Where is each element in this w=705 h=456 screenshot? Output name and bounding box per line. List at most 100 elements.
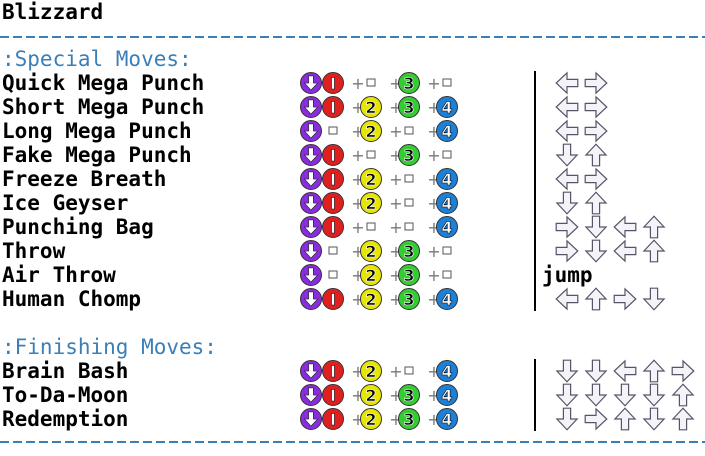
button-2-icon: 2 — [360, 240, 382, 262]
left-arrow-icon — [555, 167, 579, 191]
svg-text:4: 4 — [441, 170, 452, 189]
empty-slot-icon — [404, 198, 414, 207]
button-sequence: I+++4 — [300, 215, 545, 239]
svg-text:4: 4 — [441, 194, 452, 213]
button-sequence: +2+3+ — [300, 263, 545, 287]
move-note: jump — [542, 263, 593, 287]
plus-icon: + — [389, 194, 402, 213]
button-sequence: +2++4 — [300, 119, 545, 143]
up-arrow-icon — [671, 383, 695, 407]
svg-text:2: 2 — [365, 170, 376, 189]
button-1-icon: I — [322, 72, 344, 94]
move-name: Long Mega Punch — [2, 119, 192, 143]
left-arrow-icon — [613, 215, 637, 239]
down-arrow-icon — [584, 215, 608, 239]
move-name: Human Chomp — [2, 287, 142, 311]
empty-slot-icon — [328, 270, 338, 279]
direction-sequence — [555, 71, 705, 95]
right-arrow-icon — [613, 287, 637, 311]
button-3-icon: 3 — [398, 264, 420, 286]
button-3-icon: 3 — [398, 288, 420, 310]
empty-slot-icon — [328, 126, 338, 135]
empty-slot-icon — [366, 222, 376, 231]
button-4-icon: 4 — [436, 216, 458, 238]
empty-slot-icon — [366, 150, 376, 159]
svg-text:I: I — [330, 98, 336, 117]
move-name: Redemption — [2, 407, 129, 431]
plus-icon: + — [427, 74, 440, 93]
down-arrow-icon — [555, 407, 579, 431]
down-arrow-icon — [642, 407, 666, 431]
direction-sequence — [555, 359, 705, 383]
move-name: Fake Mega Punch — [2, 143, 192, 167]
right-arrow-icon — [584, 119, 608, 143]
up-arrow-icon — [642, 215, 666, 239]
button-sequence: I+2+3+4 — [300, 383, 545, 407]
button-4-icon: 4 — [436, 384, 458, 406]
down-arrow-icon — [555, 383, 579, 407]
plus-icon: + — [351, 74, 364, 93]
svg-text:2: 2 — [365, 410, 376, 429]
button-2-icon: 2 — [360, 288, 382, 310]
svg-text:3: 3 — [403, 410, 414, 429]
svg-text:2: 2 — [365, 266, 376, 285]
button-2-icon: 2 — [360, 264, 382, 286]
right-arrow-icon — [671, 359, 695, 383]
move-name: Short Mega Punch — [2, 95, 205, 119]
button-sequence: I+2++4 — [300, 359, 545, 383]
right-arrow-icon — [584, 71, 608, 95]
down-button-icon — [300, 240, 322, 262]
page-title: Blizzard — [2, 0, 104, 24]
svg-text:I: I — [330, 74, 336, 93]
button-4-icon: 4 — [436, 192, 458, 214]
button-3-icon: 3 — [398, 96, 420, 118]
right-arrow-icon — [555, 239, 579, 263]
empty-slot-icon — [442, 246, 452, 255]
down-arrow-icon — [555, 143, 579, 167]
direction-sequence — [555, 191, 705, 215]
button-3-icon: 3 — [398, 384, 420, 406]
empty-slot-icon — [442, 150, 452, 159]
button-1-icon: I — [322, 408, 344, 430]
svg-text:4: 4 — [441, 290, 452, 309]
down-arrow-icon — [555, 191, 579, 215]
up-arrow-icon — [584, 287, 608, 311]
svg-text:I: I — [330, 194, 336, 213]
move-name: To-Da-Moon — [2, 383, 129, 407]
svg-text:2: 2 — [365, 98, 376, 117]
plus-icon: + — [389, 122, 402, 141]
direction-sequence — [555, 143, 705, 167]
down-button-icon — [300, 192, 322, 214]
button-4-icon: 4 — [436, 168, 458, 190]
button-sequence: I+2++4 — [300, 167, 545, 191]
move-name: Punching Bag — [2, 215, 154, 239]
button-1-icon: I — [322, 144, 344, 166]
button-sequence: I++3+ — [300, 143, 545, 167]
direction-sequence — [555, 215, 705, 239]
down-button-icon — [300, 264, 322, 286]
button-1-icon: I — [322, 288, 344, 310]
down-button-icon — [300, 120, 322, 142]
up-arrow-icon — [642, 239, 666, 263]
button-2-icon: 2 — [360, 360, 382, 382]
button-3-icon: 3 — [398, 72, 420, 94]
plus-icon: + — [427, 242, 440, 261]
button-4-icon: 4 — [436, 408, 458, 430]
plus-icon: + — [427, 146, 440, 165]
svg-text:3: 3 — [403, 242, 414, 261]
move-name: Throw — [2, 239, 66, 263]
svg-text:2: 2 — [365, 242, 376, 261]
direction-sequence — [555, 95, 705, 119]
svg-text:I: I — [330, 218, 336, 237]
empty-slot-icon — [442, 270, 452, 279]
direction-sequence — [555, 239, 705, 263]
empty-slot-icon — [404, 366, 414, 375]
down-button-icon — [300, 168, 322, 190]
button-2-icon: 2 — [360, 168, 382, 190]
up-arrow-icon — [671, 407, 695, 431]
move-name: Air Throw — [2, 263, 116, 287]
down-button-icon — [300, 72, 322, 94]
move-name: Ice Geyser — [2, 191, 129, 215]
svg-text:I: I — [330, 146, 336, 165]
button-sequence: I+2+3+4 — [300, 287, 545, 311]
